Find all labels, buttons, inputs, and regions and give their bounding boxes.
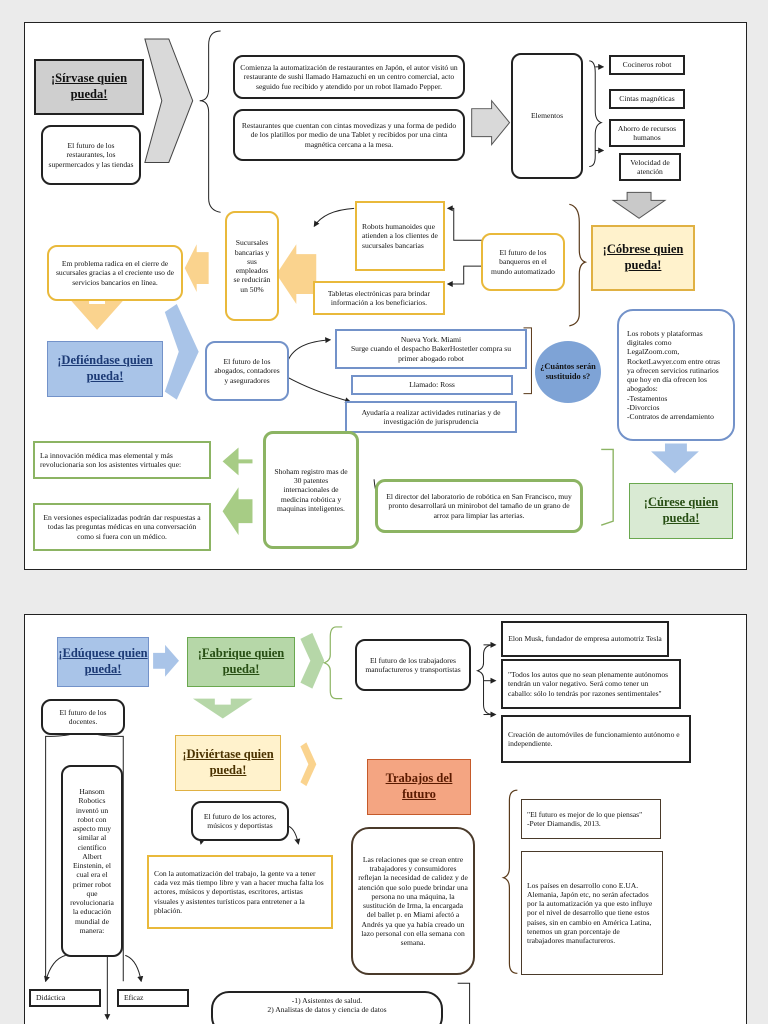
node-plataformas: Los robots y plataformas digitales como … [617,309,735,441]
title-defiendase: ¡Defiéndase quien pueda! [47,341,163,397]
elemento-ahorro: Ahorro de recursos humanos [609,119,685,147]
node-innovacion: La innovación médica mas elemental y más… [33,441,211,479]
node-nueva-york: Nueva York. Miami Surge cuando el despac… [335,329,527,369]
page-2: ¡Edúquese quien pueda! ¡Fabrique quien p… [24,614,747,1024]
elemento-cocineros: Cocineros robot [609,55,685,75]
node-director: El director del laboratorio de robótica … [375,479,583,533]
page-1: ¡Sírvase quien pueda! El futuro de los r… [24,22,747,570]
title-fabrique: ¡Fabrique quien pueda! [187,637,295,687]
node-ayudaria: Ayudaría a realizar actividades rutinari… [345,401,517,433]
node-tabletas: Tabletas electrónicas para brindar infor… [313,281,445,315]
title-diviertase: ¡Diviértase quien pueda! [175,735,281,791]
node-creacion: Creación de automóviles de funcionamient… [501,715,691,763]
title-trabajos: Trabajos del futuro [367,759,471,815]
node-hansom: Hansom Robotics inventó un robot con asp… [61,765,123,957]
node-ross: Llamado: Ross [351,375,513,395]
title-cobrese: ¡Cóbrese quien pueda! [591,225,695,291]
node-actores: El futuro de los actores, músicos y depo… [191,801,289,841]
node-trabajadores: El futuro de los trabajadores manufactur… [355,639,471,691]
node-futuro-restaurantes: El futuro de los restaurantes, los super… [41,125,141,185]
node-docentes: El futuro de los docentes. [41,699,125,735]
node-elementos: Elementos [511,53,583,179]
node-versiones: En versiones especializadas podrán dar r… [33,503,211,551]
title-curese: ¡Cúrese quien pueda! [629,483,733,539]
node-eficaz: Eficaz [117,989,189,1007]
node-quote-futuro: "El futuro es mejor de lo que piensas" -… [521,799,661,839]
title-sirvase: ¡Sírvase quien pueda! [34,59,144,115]
sirvase-chevron [144,38,194,163]
node-relaciones: Las relaciones que se crean entre trabaj… [351,827,475,975]
node-robots-humanoides: Robots humanoides que atienden a los cli… [355,201,445,271]
node-japon: Comienza la automatización de restaurant… [233,55,465,99]
node-sucursales: Sucursales bancarias y sus empleados se … [225,211,279,321]
node-shoham: Shoham registro mas de 30 patentes inter… [263,431,359,549]
node-quote-autos: "Todos los autos que no sean plenamente … [501,659,681,709]
node-cuantos: ¿Cuántos serán sustituido s? [535,341,601,403]
node-cintas: Restaurantes que cuentan con cintas move… [233,109,465,161]
elemento-velocidad: Velocidad de atención [619,153,681,181]
node-problema: Em problema radica en el cierre de sucur… [47,245,183,301]
node-didactica: Didáctica [29,989,101,1007]
title-eduquese: ¡Edúquese quien pueda! [57,637,149,687]
node-abogados: El futuro de los abogados, contadores y … [205,341,289,401]
node-automatizacion: Con la automatización del trabajo, la ge… [147,855,333,929]
node-paises: Los países en desarrollo cono E.UA. Alem… [521,851,663,975]
elemento-cintas: Cintas magnéticas [609,89,685,109]
node-elon: Elon Musk, fundador de empresa automotri… [501,621,669,657]
node-banqueros: El futuro de los banqueros en el mundo a… [481,233,565,291]
node-asistentes: -1) Asistentes de salud. 2) Analistas de… [211,991,443,1024]
